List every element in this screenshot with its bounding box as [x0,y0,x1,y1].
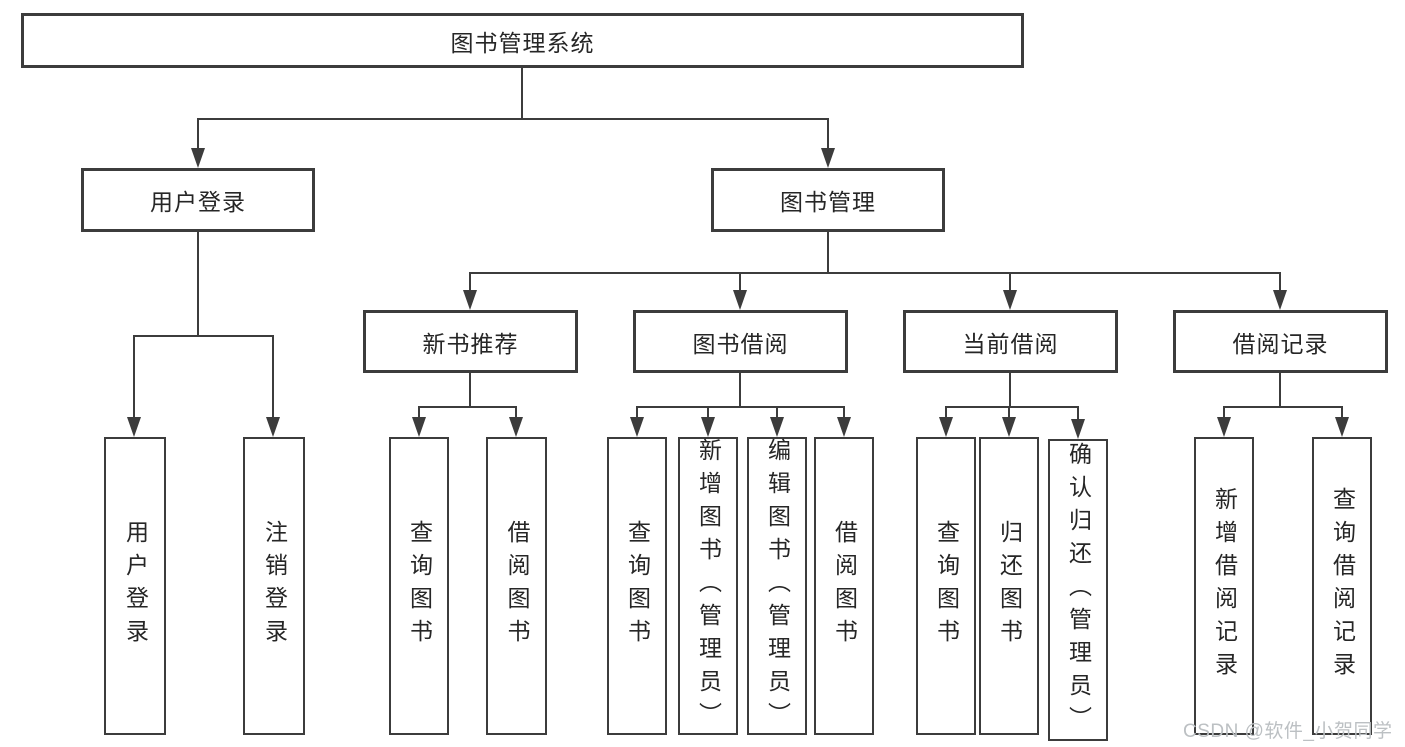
node-borrow-records-label: 借阅记录 [1232,330,1329,357]
connector-user-login-drop [197,118,199,150]
connector-current-borrow-stem [1009,373,1011,406]
node-bb-query-books-label: 查询图书 [624,520,651,652]
node-bb-add-books-label: 新增图书（管理员） [695,437,722,735]
connector-br-add-drop [1223,406,1225,420]
node-new-book-rec-label: 新书推荐 [422,330,519,357]
arrowhead-down [1003,290,1017,310]
connector-root-bar [197,118,829,120]
arrowhead-down [412,417,426,437]
arrowhead-down [821,148,835,168]
connector-borrow-records-stem [1279,373,1281,406]
arrowhead-down [1273,290,1287,310]
arrowhead-down [463,290,477,310]
arrowhead-down [1335,417,1349,437]
node-bb-borrow-books: 借阅图书 [814,437,874,735]
connector-book-management-bar [469,272,1281,274]
arrowhead-down [733,290,747,310]
arrowhead-down [127,417,141,437]
node-cb-query-books-label: 查询图书 [933,520,960,652]
node-leaf-logout: 注销登录 [243,437,305,735]
arrowhead-down [191,148,205,168]
connector-book-borrow-drop [739,272,741,292]
arrowhead-down [1071,419,1085,439]
node-bb-edit-books: 编辑图书（管理员） [747,437,807,735]
connector-current-borrow-drop [1009,272,1011,292]
connector-bb-edit-drop [776,406,778,420]
connector-cb-return-drop [1008,406,1010,420]
node-book-borrow: 图书借阅 [633,310,848,373]
node-book-borrow-label: 图书借阅 [692,330,789,357]
node-cb-confirm-return: 确认归还（管理员） [1048,439,1108,741]
node-rec-borrow-books: 借阅图书 [486,437,547,735]
node-cb-return-books: 归还图书 [979,437,1039,735]
arrowhead-down [266,417,280,437]
node-root: 图书管理系统 [21,13,1024,68]
node-bb-borrow-books-label: 借阅图书 [831,520,858,652]
connector-user-login-stem [197,232,199,335]
arrowhead-down [939,417,953,437]
arrowhead-down [770,417,784,437]
connector-rec-borrow-drop [515,406,517,420]
node-leaf-logout-label: 注销登录 [261,520,288,652]
node-leaf-user-login: 用户登录 [104,437,166,735]
node-borrow-records: 借阅记录 [1173,310,1388,373]
connector-new-book-rec-drop [469,272,471,292]
node-bb-add-books: 新增图书（管理员） [678,437,738,735]
arrowhead-down [630,417,644,437]
node-rec-borrow-books-label: 借阅图书 [504,520,530,652]
node-book-management-label: 图书管理 [780,189,876,215]
connector-root-stem [521,68,523,118]
connector-new-book-rec-bar [418,406,517,408]
connector-current-borrow-bar [945,406,1079,408]
connector-user-login-bar [133,335,274,337]
connector-cb-confirm-drop [1077,406,1079,420]
arrowhead-down [701,417,715,437]
node-bb-query-books: 查询图书 [607,437,667,735]
connector-book-borrow-bar [636,406,845,408]
node-current-borrow: 当前借阅 [903,310,1118,373]
node-leaf-user-login-label: 用户登录 [122,520,149,652]
node-cb-confirm-return-label: 确认归还（管理员） [1065,441,1092,739]
node-user-login-label: 用户登录 [150,189,246,215]
arrowhead-down [837,417,851,437]
connector-leaf-logout-drop [272,335,274,419]
node-br-add-record: 新增借阅记录 [1194,437,1254,735]
connector-new-book-rec-stem [469,373,471,406]
connector-cb-query-drop [945,406,947,420]
connector-br-query-drop [1341,406,1343,420]
connector-rec-query-drop [418,406,420,420]
node-br-query-record: 查询借阅记录 [1312,437,1372,735]
connector-leaf-user-login-drop [133,335,135,419]
connector-bb-add-drop [707,406,709,420]
connector-book-management-stem [827,232,829,272]
node-current-borrow-label: 当前借阅 [962,330,1059,357]
node-new-book-rec: 新书推荐 [363,310,578,373]
node-br-add-record-label: 新增借阅记录 [1211,487,1238,685]
connector-borrow-records-drop [1279,272,1281,292]
arrowhead-down [1002,417,1016,437]
connector-borrow-records-bar [1223,406,1343,408]
connector-bb-borrow-drop [843,406,845,420]
arrowhead-down [509,417,523,437]
node-cb-query-books: 查询图书 [916,437,976,735]
node-rec-query-books-label: 查询图书 [406,520,433,652]
node-root-label: 图书管理系统 [450,29,595,56]
node-book-management: 图书管理 [711,168,945,232]
node-user-login: 用户登录 [81,168,315,232]
node-bb-edit-books-label: 编辑图书（管理员） [764,437,791,735]
node-rec-query-books: 查询图书 [389,437,449,735]
csdn-watermark: CSDN @软件_小贺同学 [1183,721,1393,742]
connector-book-borrow-stem [739,373,741,406]
arrowhead-down [1217,417,1231,437]
node-br-query-record-label: 查询借阅记录 [1329,487,1356,685]
node-cb-return-books-label: 归还图书 [996,520,1023,652]
connector-book-management-drop [827,118,829,150]
connector-bb-query-drop [636,406,638,420]
